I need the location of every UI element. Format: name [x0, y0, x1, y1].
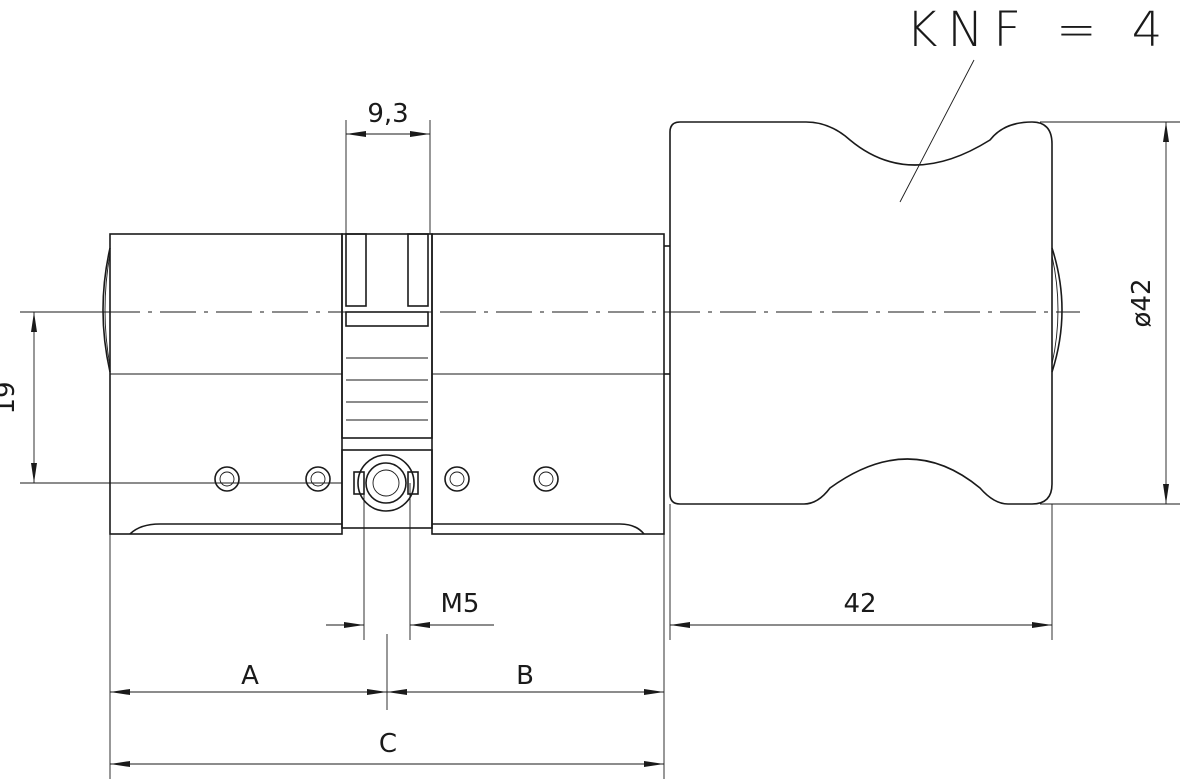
mounting-holes: [214, 466, 559, 492]
dim-length-a-label: A: [241, 661, 259, 691]
dim-length-c-label: C: [379, 729, 397, 759]
right-cylinder-body: [431, 233, 670, 535]
left-cylinder-body: [102, 233, 343, 535]
dim-overall-lengths: A B C: [109, 534, 665, 779]
dim-length-b-label: B: [516, 661, 534, 691]
knob-type-callout: KNF = 4: [899, 2, 1172, 203]
dim-knob-length-label: 42: [843, 589, 876, 619]
dim-axis-offset: 19: [0, 312, 37, 483]
dim-knob-diameter: ø42: [1040, 121, 1180, 505]
knob-type-label: KNF = 4: [906, 2, 1172, 58]
dim-axis-offset-label: 19: [0, 381, 21, 414]
dim-cam-width-label: 9,3: [367, 99, 408, 129]
dim-screw-thread-label: M5: [441, 589, 480, 619]
dim-knob-length: 42: [669, 504, 1053, 640]
bottom-rail: [129, 523, 645, 535]
dim-knob-diameter-label: ø42: [1127, 279, 1157, 328]
cam-section: [341, 233, 433, 529]
dim-screw-thread: M5: [326, 483, 494, 640]
fixing-screw-hole: [353, 454, 419, 512]
knob: [669, 121, 1063, 505]
dim-cam-width: 9,3: [345, 99, 431, 234]
